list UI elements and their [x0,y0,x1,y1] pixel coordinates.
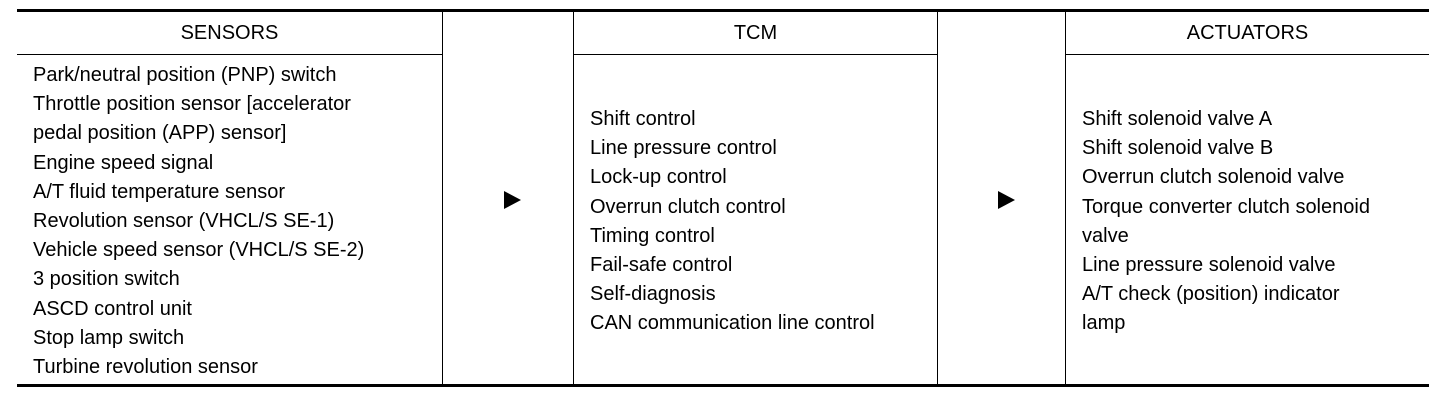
list-item: 3 position switch [33,268,180,291]
list-item: pedal position (APP) sensor] [33,122,287,145]
list-item: Shift solenoid valve B [1082,137,1274,160]
list-item: CAN communication line control [590,312,875,335]
arrow-column-1 [442,12,573,384]
actuators-header: ACTUATORS [1066,12,1429,55]
actuators-column: ACTUATORS Shift solenoid valve A Shift s… [1065,12,1429,384]
list-item: Torque converter clutch solenoid [1082,195,1370,218]
tcm-list: Shift control Line pressure control Lock… [574,105,937,339]
list-item: Overrun clutch control [590,195,786,218]
list-item: Lock-up control [590,166,727,189]
sensors-list: Park/neutral position (PNP) switch Throt… [17,61,442,382]
list-item: Line pressure solenoid valve [1082,254,1336,277]
list-item: Engine speed signal [33,151,214,174]
list-item: Self-diagnosis [590,283,716,306]
list-item: Fail-safe control [590,254,733,277]
system-diagram-table: SENSORS Park/neutral position (PNP) swit… [17,9,1429,387]
right-arrow-icon [998,191,1015,209]
list-item: ASCD control unit [33,297,192,320]
list-item: Timing control [590,224,715,247]
list-item: Revolution sensor (VHCL/S SE-1) [33,210,335,233]
tcm-column: TCM Shift control Line pressure control … [573,12,937,384]
list-item: A/T check (position) indicator [1082,283,1340,306]
tcm-header: TCM [574,12,937,55]
list-item: Line pressure control [590,137,777,160]
list-item: Overrun clutch solenoid valve [1082,166,1345,189]
list-item: Turbine revolution sensor [33,356,258,379]
list-item: lamp [1082,312,1126,335]
sensors-column: SENSORS Park/neutral position (PNP) swit… [17,12,442,384]
actuators-list: Shift solenoid valve A Shift solenoid va… [1066,105,1429,339]
list-item: Shift control [590,108,696,130]
sensors-header: SENSORS [17,12,442,55]
arrow-column-2 [937,12,1065,384]
list-item: Throttle position sensor [accelerator [33,93,351,116]
list-item: Stop lamp switch [33,326,185,349]
list-item: valve [1082,224,1129,247]
list-item: Park/neutral position (PNP) switch [33,64,337,86]
list-item: Vehicle speed sensor (VHCL/S SE-2) [33,239,365,262]
right-arrow-icon [504,191,521,209]
list-item: Shift solenoid valve A [1082,108,1273,130]
list-item: A/T fluid temperature sensor [33,180,285,203]
